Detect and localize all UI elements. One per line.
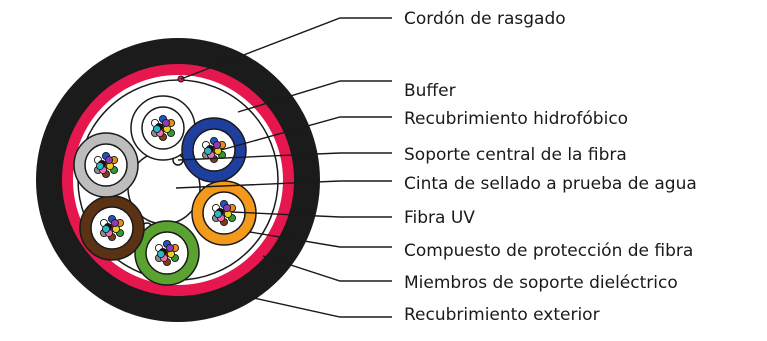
leader-line-dielectric [262, 255, 392, 282]
optical-fiber [156, 249, 166, 259]
label-fiber-uv: Fibra UV [404, 208, 475, 228]
label-water-seal-tape: Cinta de sellado a prueba de agua [404, 174, 697, 194]
label-hydrophobic-coating: Recubrimiento hidrofóbico [404, 109, 628, 129]
optical-fiber [152, 124, 162, 134]
buffer-tube-orange [191, 180, 257, 246]
optical-fiber [101, 224, 111, 234]
label-outer-jacket: Recubrimiento exterior [404, 305, 600, 325]
optical-fiber [212, 140, 222, 150]
optical-fiber [165, 243, 175, 253]
buffer-tube-white [130, 95, 196, 161]
optical-fiber [95, 161, 105, 171]
leader-line-seal-tape [175, 180, 392, 189]
leader-line-central-support [177, 152, 392, 161]
buffer-tube-gray [73, 132, 139, 198]
buffer-tube-green [134, 220, 200, 286]
label-ripcord: Cordón de rasgado [404, 9, 566, 29]
leader-line-buffer [237, 80, 392, 113]
buffer-tube-brown [79, 195, 145, 261]
label-fiber-protection-compound: Compuesto de protección de fibra [404, 241, 693, 261]
label-buffer: Buffer [404, 81, 456, 101]
optical-fiber [203, 146, 213, 156]
leader-lines [175, 17, 392, 318]
buffer-tubes [73, 95, 257, 286]
buffer-tube-blue [181, 117, 247, 183]
leader-line-compound [249, 231, 392, 248]
optical-fiber [213, 209, 223, 219]
label-dielectric-support-members: Miembros de soporte dieléctrico [404, 273, 678, 293]
leader-line-ripcord [180, 17, 392, 80]
optical-fiber [110, 218, 120, 228]
optical-fiber [161, 118, 171, 128]
leader-line-outer-jacket [253, 297, 392, 318]
leader-line-hydrophobic [220, 116, 392, 151]
label-central-fiber-support: Soporte central de la fibra [404, 145, 627, 165]
leader-line-fiber-uv [231, 211, 392, 218]
optical-fiber [222, 203, 232, 213]
optical-fiber [104, 155, 114, 165]
